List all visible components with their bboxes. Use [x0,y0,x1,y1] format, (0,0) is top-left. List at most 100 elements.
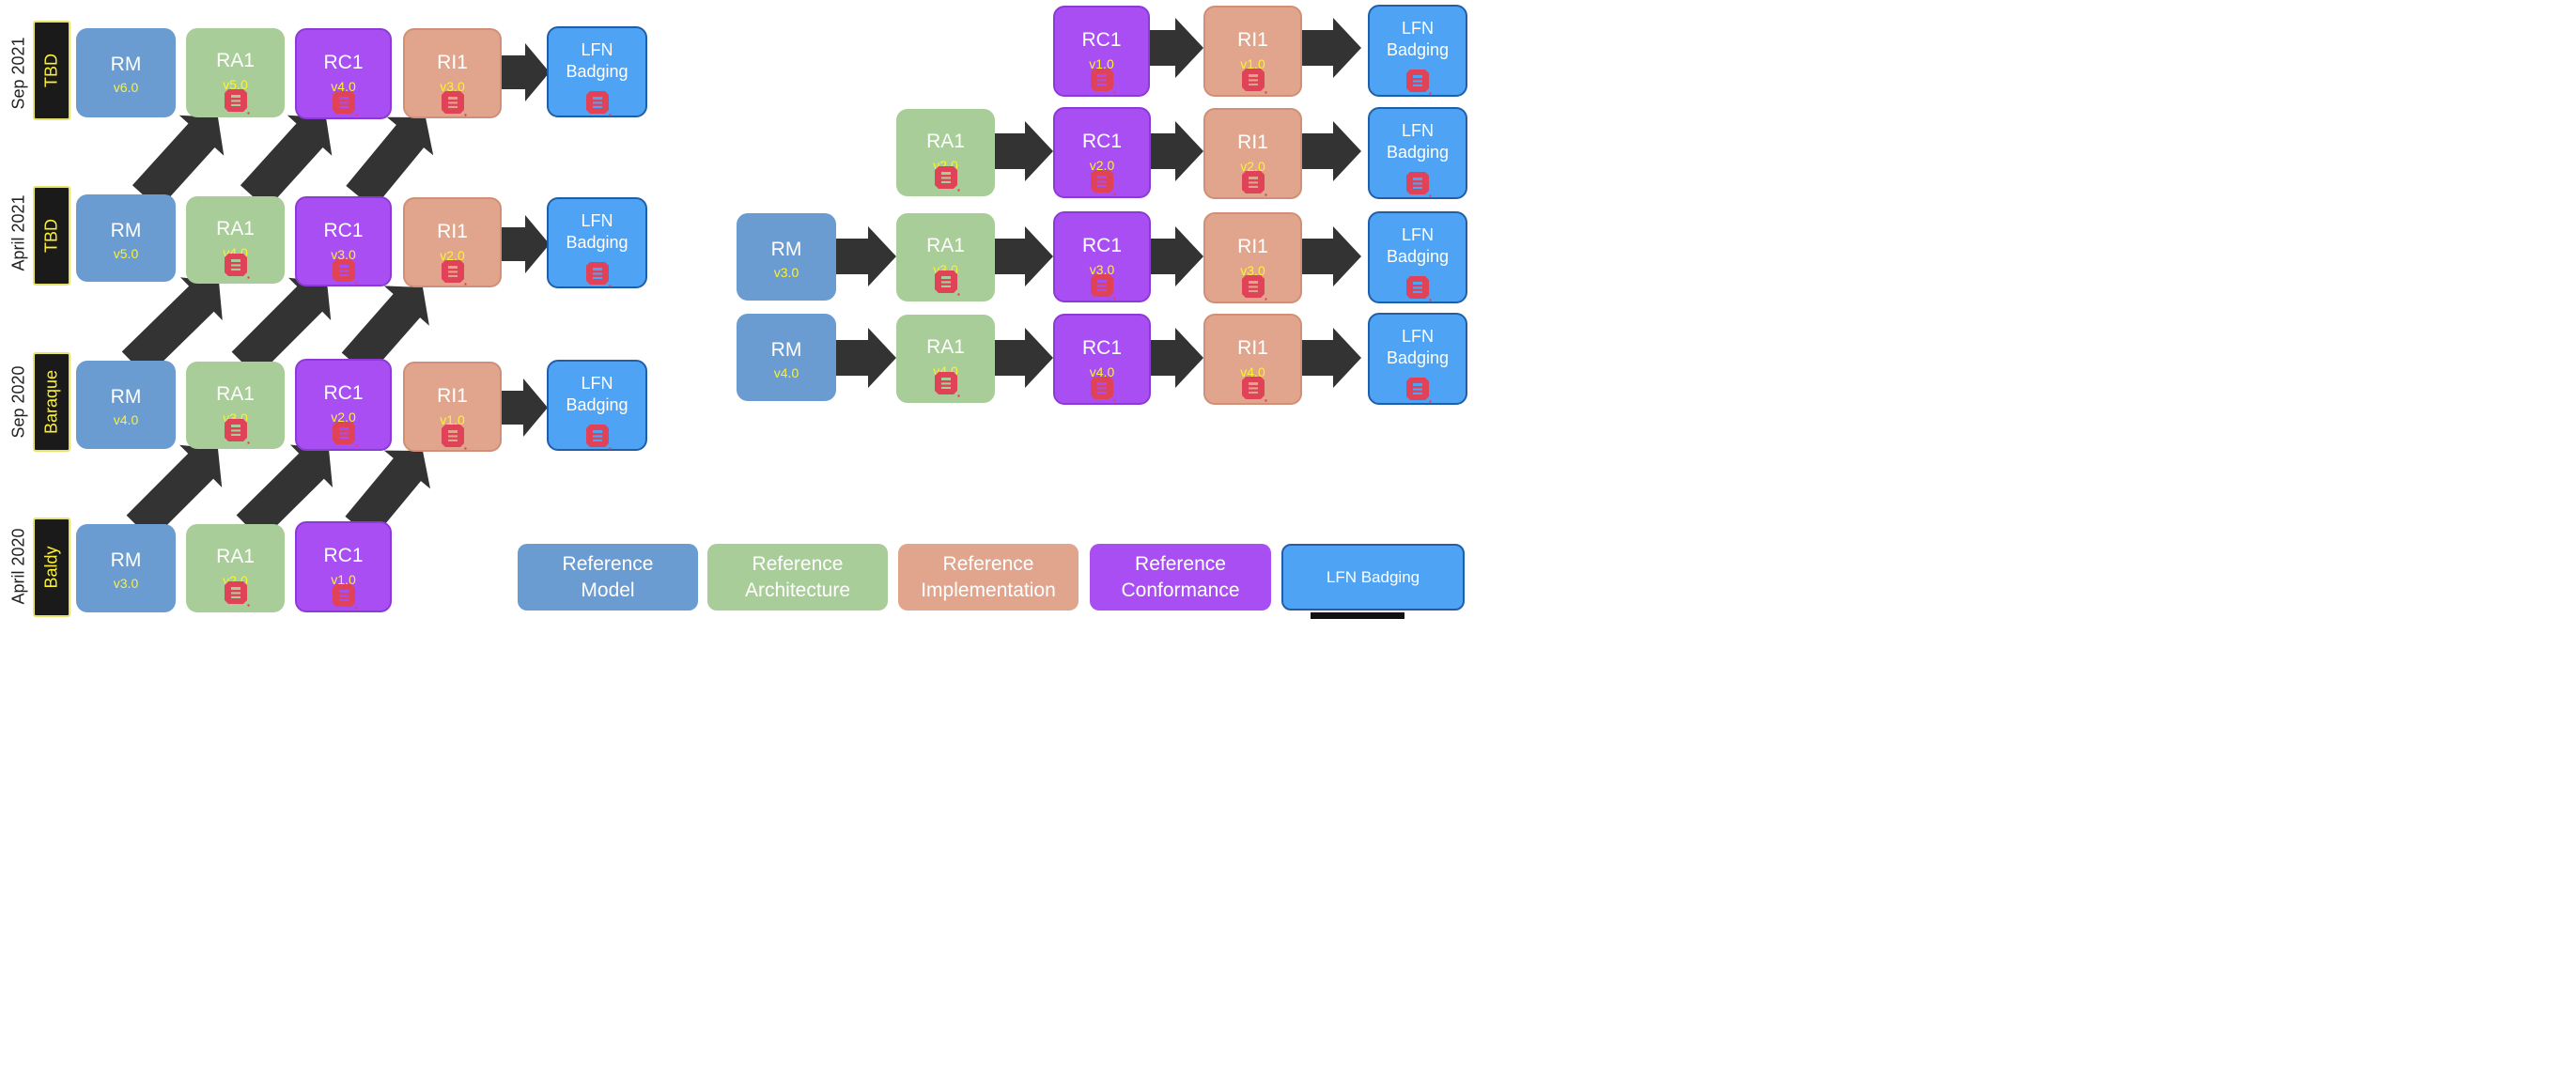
box-title: RI1 [437,52,468,73]
arrow-diagonal [236,444,333,541]
arrow-right [995,328,1053,388]
rc-box: RC1 v2.0 [1053,107,1151,198]
legend-label: LFN Badging [1326,567,1420,586]
logo-icon [332,584,358,610]
box-version: v4.0 [1089,364,1115,379]
rc-box: RC1 v3.0 [295,196,392,286]
arrow-right [501,215,550,273]
box-title: RM [110,549,142,571]
box-title: RC1 [1081,29,1122,51]
box-title: RM [110,386,142,408]
box-title: RC1 [323,545,364,566]
box-title: LFN Badging [1386,121,1450,162]
rm-box: RM v5.0 [76,194,176,282]
arrow-diagonal [132,115,225,209]
rm-box: RM v6.0 [76,28,176,117]
box-version: v5.0 [113,246,139,261]
legend-lfn-badging: LFN Badging [1281,544,1465,611]
box-title: RA1 [216,218,255,240]
box-title: RA1 [926,336,965,358]
arrow-right [995,121,1053,181]
box-version: v3.0 [1240,263,1265,278]
logo-icon [224,419,250,444]
rm-box: RM v4.0 [76,361,176,449]
release-label-sep-2020: Baraque [33,352,70,452]
lfn-badging-box: LFN Badging [1368,5,1467,97]
lfn-badging-box: LFN Badging [1368,313,1467,405]
box-title: RI1 [1237,131,1268,153]
logo-icon [1091,377,1116,402]
lfn-badging-box: LFN Badging [547,26,647,117]
box-title: RA1 [216,546,255,567]
box-title: RA1 [926,235,965,256]
logo-icon [934,166,960,192]
ri-box: RI1 v4.0 [1203,314,1302,405]
box-title: LFN Badging [1386,19,1450,59]
legend-label: Reference Architecture [744,552,851,601]
legend-reference-architecture: Reference Architecture [707,544,888,611]
release-label-sep-2021: TBD [33,21,70,120]
logo-icon [1241,275,1267,301]
logo-icon [585,91,612,116]
arrow-right [1151,121,1203,181]
box-title: LFN Badging [566,211,628,252]
rm-box: RM v3.0 [76,524,176,612]
logo-icon [332,91,358,116]
ra-box: RA1 v4.0 [186,196,285,284]
ra-box: RA1 v2.0 [896,109,995,196]
box-version: v5.0 [223,77,248,92]
arrow-right [499,379,548,437]
logo-icon [1406,70,1432,95]
ra-box: RA1 v4.0 [896,315,995,403]
legend-label: Reference Model [562,552,654,601]
box-title: RC1 [1081,337,1122,359]
box-title: RA1 [216,50,255,71]
rc-box: RC1 v2.0 [295,359,392,451]
ri-box: RI1 v2.0 [403,197,502,287]
box-title: RM [110,220,142,241]
arrow-diagonal [121,277,223,378]
box-title: RI1 [1237,236,1268,257]
arrow-diagonal [231,277,332,378]
arrow-right [1151,226,1203,286]
logo-icon [441,91,467,116]
box-title: RC1 [323,52,364,73]
logo-icon [1241,69,1267,94]
logo-icon [1091,170,1116,195]
box-version: v2.0 [1089,158,1115,173]
box-version: v1.0 [1089,56,1114,71]
rc-box: RC1 v1.0 [295,521,392,612]
box-title: LFN Badging [1386,225,1450,266]
legend-reference-conformance: Reference Conformance [1090,544,1271,611]
box-title: RM [770,239,802,260]
box-version: v3.0 [1089,262,1115,277]
logo-icon [1241,377,1267,402]
box-title: RI1 [437,385,468,407]
logo-icon [441,260,467,286]
logo-icon [1091,274,1116,300]
box-title: RI1 [1237,337,1268,359]
date-label-april-2021: April 2021 [8,193,28,271]
box-title: LFN Badging [566,374,628,414]
box-title: RC1 [1081,131,1122,152]
ri-box: RI1 v3.0 [403,28,502,118]
arrow-right [836,328,896,388]
box-title: RA1 [926,131,965,152]
rm-box: RM v3.0 [737,213,836,301]
ra-box: RA1 v2.0 [186,524,285,612]
legend-reference-implementation: Reference Implementation [898,544,1079,611]
arrow-right [1302,18,1361,78]
box-version: v3.0 [113,576,139,591]
arrow-right [1150,18,1203,78]
legend-label: Reference Implementation [921,552,1056,601]
box-title: LFN Badging [566,40,628,81]
ra-box: RA1 v5.0 [186,28,285,117]
date-label-sep-2021: Sep 2021 [8,36,28,110]
arrow-diagonal [346,116,434,209]
box-title: RC1 [1081,235,1122,256]
rm-box: RM v4.0 [737,314,836,401]
logo-icon [585,425,612,450]
box-version: v4.0 [773,365,799,380]
logo-icon [224,254,250,279]
release-label-april-2021: TBD [33,186,70,286]
